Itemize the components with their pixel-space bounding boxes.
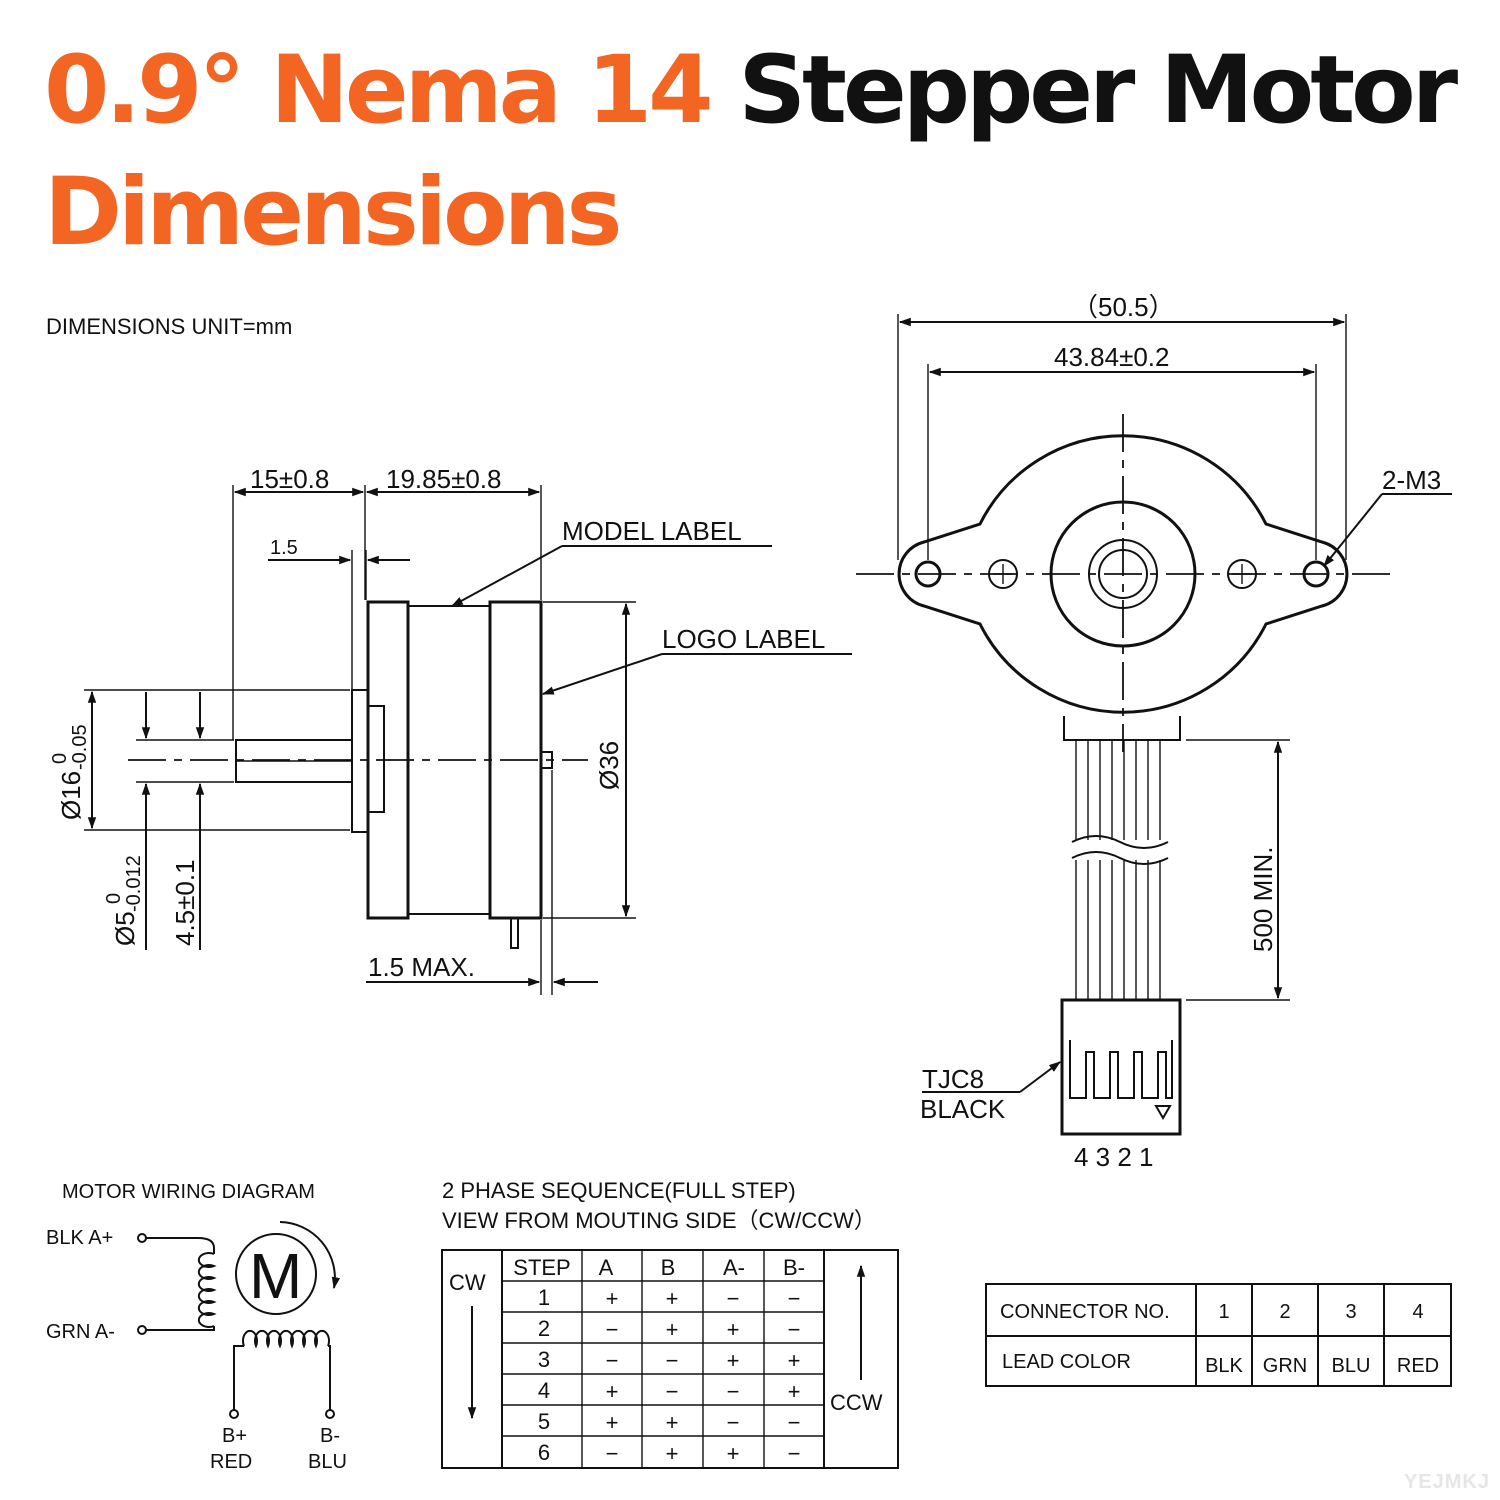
dim-shaft-tol-upper: 0 bbox=[103, 893, 125, 904]
phase-cell: 2 bbox=[538, 1316, 550, 1341]
phase-cell: − bbox=[606, 1317, 619, 1342]
phase-cell: − bbox=[788, 1317, 801, 1342]
connector-type: TJC8 bbox=[922, 1064, 984, 1094]
phase-row-3: 3 − − + + bbox=[538, 1347, 801, 1373]
dim-hole-spacing: 43.84±0.2 bbox=[1054, 342, 1169, 372]
phase-row-1: 1 + + − − bbox=[538, 1285, 801, 1311]
phase-cell: + bbox=[727, 1441, 740, 1466]
connector-row1-label: CONNECTOR NO. bbox=[1000, 1301, 1170, 1323]
motor-symbol: M bbox=[249, 1240, 302, 1312]
dim-boss-dia: Ø16 bbox=[56, 771, 86, 820]
phase-row-6: 6 − + + − bbox=[538, 1440, 801, 1466]
connector-table: CONNECTOR NO. 1 2 3 4 LEAD COLOR BLK GRN… bbox=[985, 1283, 1452, 1387]
lead-b-minus-pole: B- bbox=[320, 1425, 340, 1447]
front-view: （50.5） 43.84±0.2 2-M3 500 MIN. bbox=[856, 292, 1452, 1172]
cw-label: CW bbox=[449, 1270, 486, 1295]
title-black-part: Stepper Motor bbox=[738, 36, 1458, 145]
label-model: MODEL LABEL bbox=[562, 516, 742, 546]
dim-boss-tol-lower: -0.05 bbox=[69, 724, 91, 770]
phase-cell: − bbox=[788, 1441, 801, 1466]
lead-b-plus-pole: B+ bbox=[222, 1425, 247, 1447]
phase-cell: + bbox=[606, 1286, 619, 1311]
phase-cell: − bbox=[727, 1410, 740, 1435]
dim-shaft-dia: Ø5 bbox=[110, 911, 140, 946]
phase-cell: + bbox=[606, 1379, 619, 1404]
lead-b-plus-color: RED bbox=[210, 1451, 252, 1473]
phase-cell: + bbox=[788, 1379, 801, 1404]
phase-cell: + bbox=[606, 1410, 619, 1435]
dim-shaft-dia-group: Ø5 0 -0.012 bbox=[103, 855, 145, 946]
dim-flat: 4.5±0.1 bbox=[170, 859, 200, 946]
phase-cell: − bbox=[606, 1348, 619, 1373]
dim-flange: 1.5 bbox=[270, 537, 298, 559]
phase-cell: + bbox=[727, 1317, 740, 1342]
units-note: DIMENSIONS UNIT=mm bbox=[46, 314, 292, 339]
title-line-2: Dimensions bbox=[44, 158, 622, 267]
phase-cell: 4 bbox=[538, 1378, 550, 1403]
title-orange-part: 0.9° Nema 14 bbox=[44, 36, 714, 145]
dim-shaft-tol-lower: -0.012 bbox=[123, 855, 145, 912]
phase-cell: 5 bbox=[538, 1409, 550, 1434]
phase-header-a: A bbox=[599, 1255, 614, 1280]
phase-header-step: STEP bbox=[513, 1255, 570, 1280]
connector-no-2: 2 bbox=[1279, 1301, 1290, 1323]
lead-a-minus: GRN A- bbox=[46, 1321, 115, 1343]
dim-overall-width: （50.5） bbox=[1072, 292, 1175, 322]
phase-cell: − bbox=[788, 1410, 801, 1435]
lead-color-2: GRN bbox=[1263, 1355, 1307, 1377]
connector-no-4: 4 bbox=[1412, 1301, 1423, 1323]
phase-row-5: 5 + + − − bbox=[538, 1409, 801, 1435]
dim-body-dia: Ø36 bbox=[594, 741, 624, 790]
connector-row2-label: LEAD COLOR bbox=[1002, 1351, 1131, 1373]
label-logo: LOGO LABEL bbox=[662, 624, 825, 654]
phase-cell: 6 bbox=[538, 1440, 550, 1465]
phase-cell: + bbox=[666, 1441, 679, 1466]
wiring-title: MOTOR WIRING DIAGRAM bbox=[62, 1181, 315, 1203]
phase-cell: − bbox=[666, 1348, 679, 1373]
ccw-label: CCW bbox=[830, 1390, 883, 1415]
dim-body-length: 19.85±0.8 bbox=[386, 464, 501, 494]
label-holes: 2-M3 bbox=[1382, 465, 1441, 495]
dim-rear-max: 1.5 MAX. bbox=[368, 952, 475, 982]
lead-color-3: BLU bbox=[1332, 1355, 1371, 1377]
phase-cell: + bbox=[666, 1410, 679, 1435]
lead-color-1: BLK bbox=[1205, 1355, 1243, 1377]
phase-cell: 1 bbox=[538, 1285, 550, 1310]
phase-cell: + bbox=[788, 1348, 801, 1373]
phase-cell: 3 bbox=[538, 1347, 550, 1372]
phase-cell: − bbox=[727, 1379, 740, 1404]
phase-row-4: 4 + − − + bbox=[538, 1378, 801, 1404]
dim-boss-tol-upper: 0 bbox=[49, 753, 71, 764]
dim-boss-dia-group: Ø16 0 -0.05 bbox=[49, 724, 91, 820]
phase-cell: + bbox=[666, 1317, 679, 1342]
lead-a-plus: BLK A+ bbox=[46, 1227, 113, 1249]
phase-cell: + bbox=[666, 1286, 679, 1311]
connector-pins: 4 3 2 1 bbox=[1074, 1142, 1154, 1172]
lead-b-minus-color: BLU bbox=[308, 1451, 347, 1473]
phase-title-1: 2 PHASE SEQUENCE(FULL STEP) bbox=[442, 1178, 796, 1203]
wiring-diagram: MOTOR WIRING DIAGRAM BLK A+ GRN A- M B+ … bbox=[46, 1181, 347, 1473]
phase-title-2: VIEW FROM MOUTING SIDE（CW/CCW） bbox=[442, 1208, 876, 1233]
watermark: YEJMKJ bbox=[1403, 1471, 1490, 1493]
phase-cell: − bbox=[788, 1286, 801, 1311]
connector-no-1: 1 bbox=[1218, 1301, 1229, 1323]
title-line-1: 0.9° Nema 14 Stepper Motor bbox=[44, 44, 1458, 138]
dim-lead-length: 500 MIN. bbox=[1248, 847, 1278, 953]
phase-header-a-minus: A- bbox=[723, 1255, 745, 1280]
phase-cell: − bbox=[606, 1441, 619, 1466]
phase-row-2: 2 − + + − bbox=[538, 1316, 801, 1342]
connector-color: BLACK bbox=[920, 1094, 1006, 1124]
phase-cell: − bbox=[727, 1286, 740, 1311]
phase-cell: − bbox=[666, 1379, 679, 1404]
phase-sequence: 2 PHASE SEQUENCE(FULL STEP) VIEW FROM MO… bbox=[441, 1178, 899, 1469]
phase-cell: + bbox=[727, 1348, 740, 1373]
lead-color-4: RED bbox=[1397, 1355, 1439, 1377]
phase-header-b: B bbox=[661, 1255, 676, 1280]
connector-no-3: 3 bbox=[1345, 1301, 1356, 1323]
dim-shaft-length: 15±0.8 bbox=[250, 464, 329, 494]
side-view: 15±0.8 19.85±0.8 1.5 MODEL LABEL LOGO LA… bbox=[49, 464, 852, 995]
phase-header-b-minus: B- bbox=[783, 1255, 805, 1280]
